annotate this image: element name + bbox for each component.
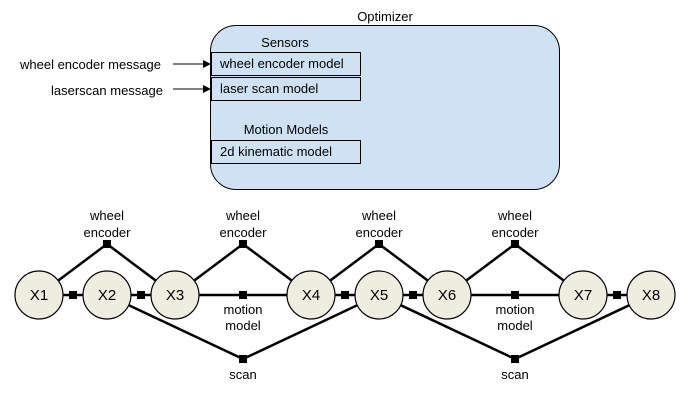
factor-x7-x8 <box>613 291 621 299</box>
wheel-encoder-message-label: wheel encoder message <box>20 57 161 72</box>
node-x6-label: X6 <box>438 287 456 304</box>
factor-x1-x2 <box>69 291 77 299</box>
scan-factor-1 <box>239 355 247 363</box>
wheel-encoder-model-label: wheel encoder model <box>220 56 344 71</box>
wheel-factor-3-label-line2: encoder <box>355 225 403 240</box>
wheel-factor-2-label-line1: wheel <box>226 208 260 223</box>
node-x6-circle <box>422 270 472 320</box>
wheel-factor-2-label-line2: encoder <box>219 225 267 240</box>
node-x2-circle <box>82 270 132 320</box>
wheel-factor-4 <box>511 240 519 248</box>
laser-scan-model-label: laser scan model <box>220 81 319 96</box>
wheel-factor-3 <box>375 240 383 248</box>
edge-scan1-x5 <box>242 293 380 361</box>
wheel-factor-1-label-line1: wheel <box>90 208 124 223</box>
edge-x2-scan1 <box>106 293 244 361</box>
scan-factor-2 <box>511 355 519 363</box>
node-x4-circle <box>286 270 336 320</box>
node-x2-label: X2 <box>98 287 116 304</box>
wheel-factor-4-label-line1: wheel <box>498 208 532 223</box>
wheel-encoder-model-box: wheel encoder model <box>211 52 361 76</box>
wheel-factor-4-label-line2: encoder <box>491 225 539 240</box>
node-x3-circle <box>150 270 200 320</box>
laser-scan-model-box: laser scan model <box>211 77 361 101</box>
wheel-factor-2 <box>239 240 247 248</box>
motion-models-heading: Motion Models <box>243 122 329 137</box>
factor-x6-x7 <box>511 291 519 299</box>
node-x1-circle <box>14 270 64 320</box>
motion-model-1-label-line1: motion <box>223 302 263 317</box>
wheel-factor-1 <box>103 240 111 248</box>
factor-x5-x6 <box>409 291 417 299</box>
node-x8-circle <box>626 270 676 320</box>
scan-factor-2-label: scan <box>501 367 529 382</box>
optimizer-title: Optimizer <box>357 9 413 24</box>
factor-x2-x3 <box>137 291 145 299</box>
node-x1-label: X1 <box>30 287 48 304</box>
factor-x4-x5 <box>341 291 349 299</box>
sensors-heading: Sensors <box>261 35 309 50</box>
motion-model-2-label-line1: motion <box>495 302 535 317</box>
node-x3-label: X3 <box>166 287 184 304</box>
motion-model-2-label-line2: model <box>497 318 533 333</box>
edge-scan2-x8 <box>514 293 652 361</box>
node-x4-label: X4 <box>302 287 320 304</box>
node-x7-label: X7 <box>574 287 592 304</box>
laserscan-message-label: laserscan message <box>51 83 163 98</box>
kinematic-model-box: 2d kinematic model <box>211 140 361 164</box>
node-x5-label: X5 <box>370 287 388 304</box>
scan-factor-1-label: scan <box>229 367 257 382</box>
wheel-factor-1-label-line2: encoder <box>83 225 131 240</box>
motion-model-1-label-line2: model <box>225 318 261 333</box>
node-x7-circle <box>558 270 608 320</box>
edge-x5-scan2 <box>378 293 516 361</box>
node-x5-circle <box>354 270 404 320</box>
wheel-factor-3-label-line1: wheel <box>362 208 396 223</box>
node-x8-label: X8 <box>642 287 660 304</box>
factor-x3-x4 <box>239 291 247 299</box>
kinematic-model-label: 2d kinematic model <box>220 144 332 159</box>
